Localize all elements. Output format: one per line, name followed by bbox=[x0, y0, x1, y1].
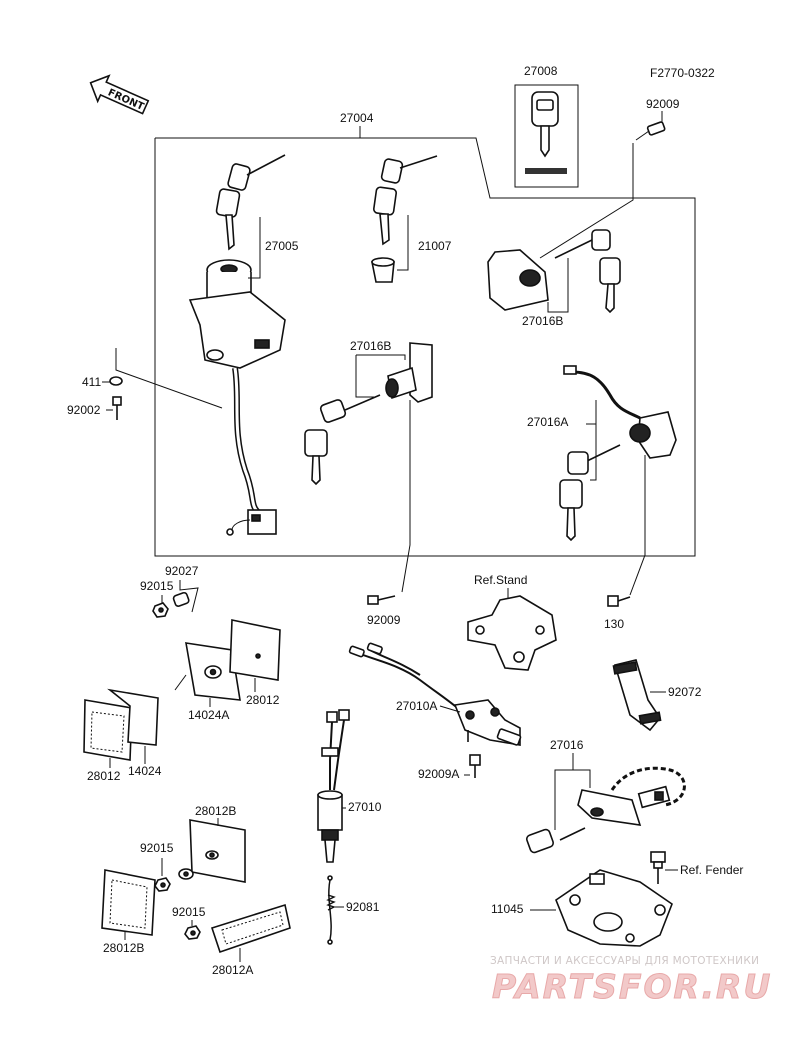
bolt-130 bbox=[607, 595, 631, 607]
label-27016: 27016 bbox=[550, 738, 584, 752]
reflector-28012A bbox=[210, 903, 291, 954]
label-411: 411 bbox=[82, 375, 101, 389]
washer-92015-b bbox=[178, 868, 194, 880]
label-92072: 92072 bbox=[668, 685, 702, 699]
label-92027: 92027 bbox=[165, 564, 199, 578]
nut-92015-b bbox=[154, 877, 171, 892]
label-27005: 27005 bbox=[265, 239, 299, 253]
label-27016B-top: 27016B bbox=[522, 314, 563, 328]
label-28012A: 28012A bbox=[212, 963, 253, 977]
nut-92015-c bbox=[184, 925, 201, 940]
watermark-line2: PARTSFOR.RU bbox=[492, 967, 772, 1006]
assembly-frame-27004 bbox=[154, 137, 696, 557]
label-ref-fender: Ref. Fender bbox=[680, 863, 743, 877]
stand-bracket bbox=[467, 595, 557, 671]
reflector-28012-a bbox=[229, 619, 281, 681]
lock-27016 bbox=[525, 766, 686, 854]
label-28012B-a: 28012B bbox=[195, 804, 236, 818]
label-14024: 14024 bbox=[128, 764, 162, 778]
lock-21007 bbox=[371, 155, 438, 283]
label-92002: 92002 bbox=[67, 403, 101, 417]
label-ref-stand: Ref.Stand bbox=[474, 573, 527, 587]
diagram-code: F2770-0322 bbox=[650, 66, 715, 80]
reflector-14024A bbox=[174, 642, 246, 701]
label-27010: 27010 bbox=[348, 800, 382, 814]
ignition-switch-27005 bbox=[188, 154, 286, 536]
label-14024A: 14024A bbox=[188, 708, 229, 722]
nut-92015-a bbox=[152, 602, 169, 618]
lock-27016A bbox=[559, 365, 677, 542]
lock-27016B-mid bbox=[304, 342, 433, 486]
label-92009-mid: 92009 bbox=[367, 613, 401, 627]
label-92015-a: 92015 bbox=[140, 579, 174, 593]
reflector-28012-b bbox=[83, 699, 133, 761]
bolt-92009-top: 92009 bbox=[539, 97, 680, 259]
strap-92072 bbox=[612, 659, 662, 732]
lock-27016B-top bbox=[487, 229, 621, 314]
bolt-92002 bbox=[112, 396, 122, 420]
reflector-28012B-b bbox=[101, 869, 156, 936]
spring-92081 bbox=[326, 875, 336, 945]
key-card-27008 bbox=[514, 84, 579, 188]
label-92015-c: 92015 bbox=[172, 905, 206, 919]
bolt-92009-mid bbox=[367, 595, 396, 605]
label-27004: 27004 bbox=[340, 111, 374, 125]
bolt-92009A bbox=[469, 754, 481, 778]
label-92081: 92081 bbox=[346, 900, 380, 914]
bracket-11045 bbox=[555, 869, 673, 947]
switch-27010 bbox=[317, 709, 350, 863]
reflector-28012B-a bbox=[189, 819, 246, 883]
washer-411 bbox=[109, 376, 123, 386]
label-28012-b: 28012 bbox=[87, 769, 121, 783]
label-28012-a: 28012 bbox=[246, 693, 280, 707]
label-92015-b: 92015 bbox=[140, 841, 174, 855]
label-92009A: 92009A bbox=[418, 767, 459, 781]
label-28012B-b: 28012B bbox=[103, 941, 144, 955]
label-27008: 27008 bbox=[524, 64, 558, 78]
watermark-line1: ЗАПЧАСТИ И АКСЕССУАРЫ ДЛЯ МОТОТЕХНИКИ bbox=[490, 955, 759, 967]
label-92009-top: 92009 bbox=[646, 97, 680, 111]
label-21007: 21007 bbox=[418, 239, 452, 253]
front-arrow-icon: FRONT bbox=[89, 74, 150, 115]
label-27016A: 27016A bbox=[527, 415, 568, 429]
label-27010A: 27010A bbox=[396, 699, 437, 713]
label-27016B-mid: 27016B bbox=[350, 339, 391, 353]
label-11045: 11045 bbox=[491, 902, 524, 916]
switch-27010A bbox=[348, 642, 522, 746]
label-130: 130 bbox=[604, 617, 624, 631]
reflector-14024 bbox=[107, 688, 159, 746]
collar-92027 bbox=[172, 591, 190, 607]
bolt-ref-fender bbox=[650, 851, 666, 884]
